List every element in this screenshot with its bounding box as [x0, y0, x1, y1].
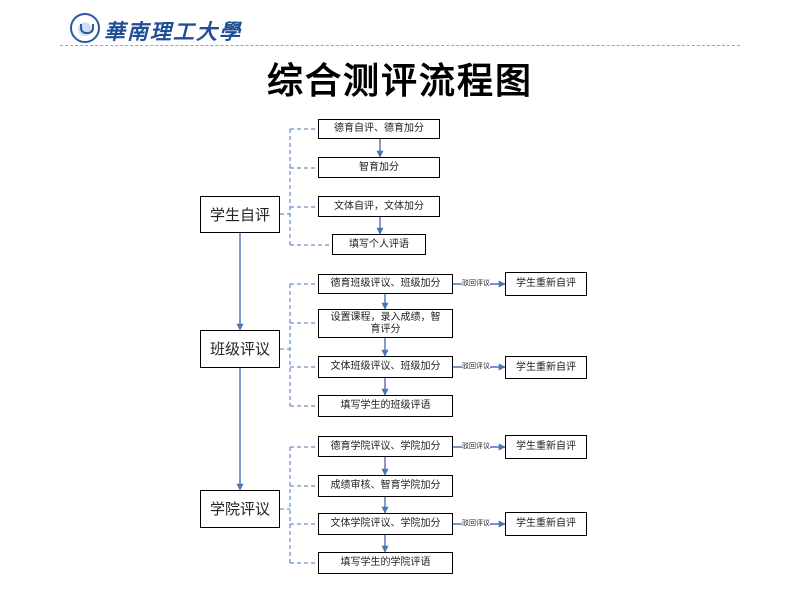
s2-step-1-box: 德育班级评议、班级加分 — [318, 274, 453, 294]
university-seal-icon — [70, 13, 100, 43]
s1-step-4-box: 填写个人评语 — [332, 234, 426, 255]
s3-step-4-box: 填写学生的学院评语 — [318, 552, 453, 574]
s2-step-2-box: 设置课程，录入成绩，智育评分 — [318, 309, 453, 338]
page-title: 综合测评流程图 — [266, 61, 533, 102]
stage-box-college-review: 学院评议 — [200, 490, 280, 528]
university-logo-text: 華南理工大學 — [104, 19, 242, 44]
s2-reject-label-1: 驳回评议 — [462, 279, 490, 288]
header-divider — [60, 45, 740, 46]
s2-reject-label-2: 驳回评议 — [462, 362, 490, 371]
s3-step-1-box: 德育学院评议、学院加分 — [318, 436, 453, 457]
s3-reject-label-2: 驳回评议 — [462, 519, 490, 528]
s2-step-4-box: 填写学生的班级评语 — [318, 395, 453, 417]
s3-step-3-box: 文体学院评议、学院加分 — [318, 513, 453, 535]
s2-reject-target-box-2: 学生重新自评 — [505, 356, 587, 379]
s2-step-3-box: 文体班级评议、班级加分 — [318, 356, 453, 378]
s3-reject-target-box-1: 学生重新自评 — [505, 435, 587, 459]
header: 華南理工大學 — [0, 0, 800, 50]
stage-box-class-review: 班级评议 — [200, 330, 280, 368]
s1-step-2-box: 智育加分 — [318, 157, 440, 178]
s2-reject-target-box-1: 学生重新自评 — [505, 272, 587, 296]
stage-box-student-self-eval: 学生自评 — [200, 196, 280, 233]
s1-step-3-box: 文体自评，文体加分 — [318, 196, 440, 217]
s1-step-1-box: 德育自评、德育加分 — [318, 119, 440, 139]
s3-reject-label-1: 驳回评议 — [462, 442, 490, 451]
s3-step-2-box: 成绩审核、智育学院加分 — [318, 475, 453, 497]
stage1-dashed-bracket — [280, 128, 332, 246]
stage2-dashed-bracket — [280, 283, 318, 407]
s3-reject-target-box-2: 学生重新自评 — [505, 512, 587, 536]
stage3-dashed-bracket — [280, 446, 318, 564]
